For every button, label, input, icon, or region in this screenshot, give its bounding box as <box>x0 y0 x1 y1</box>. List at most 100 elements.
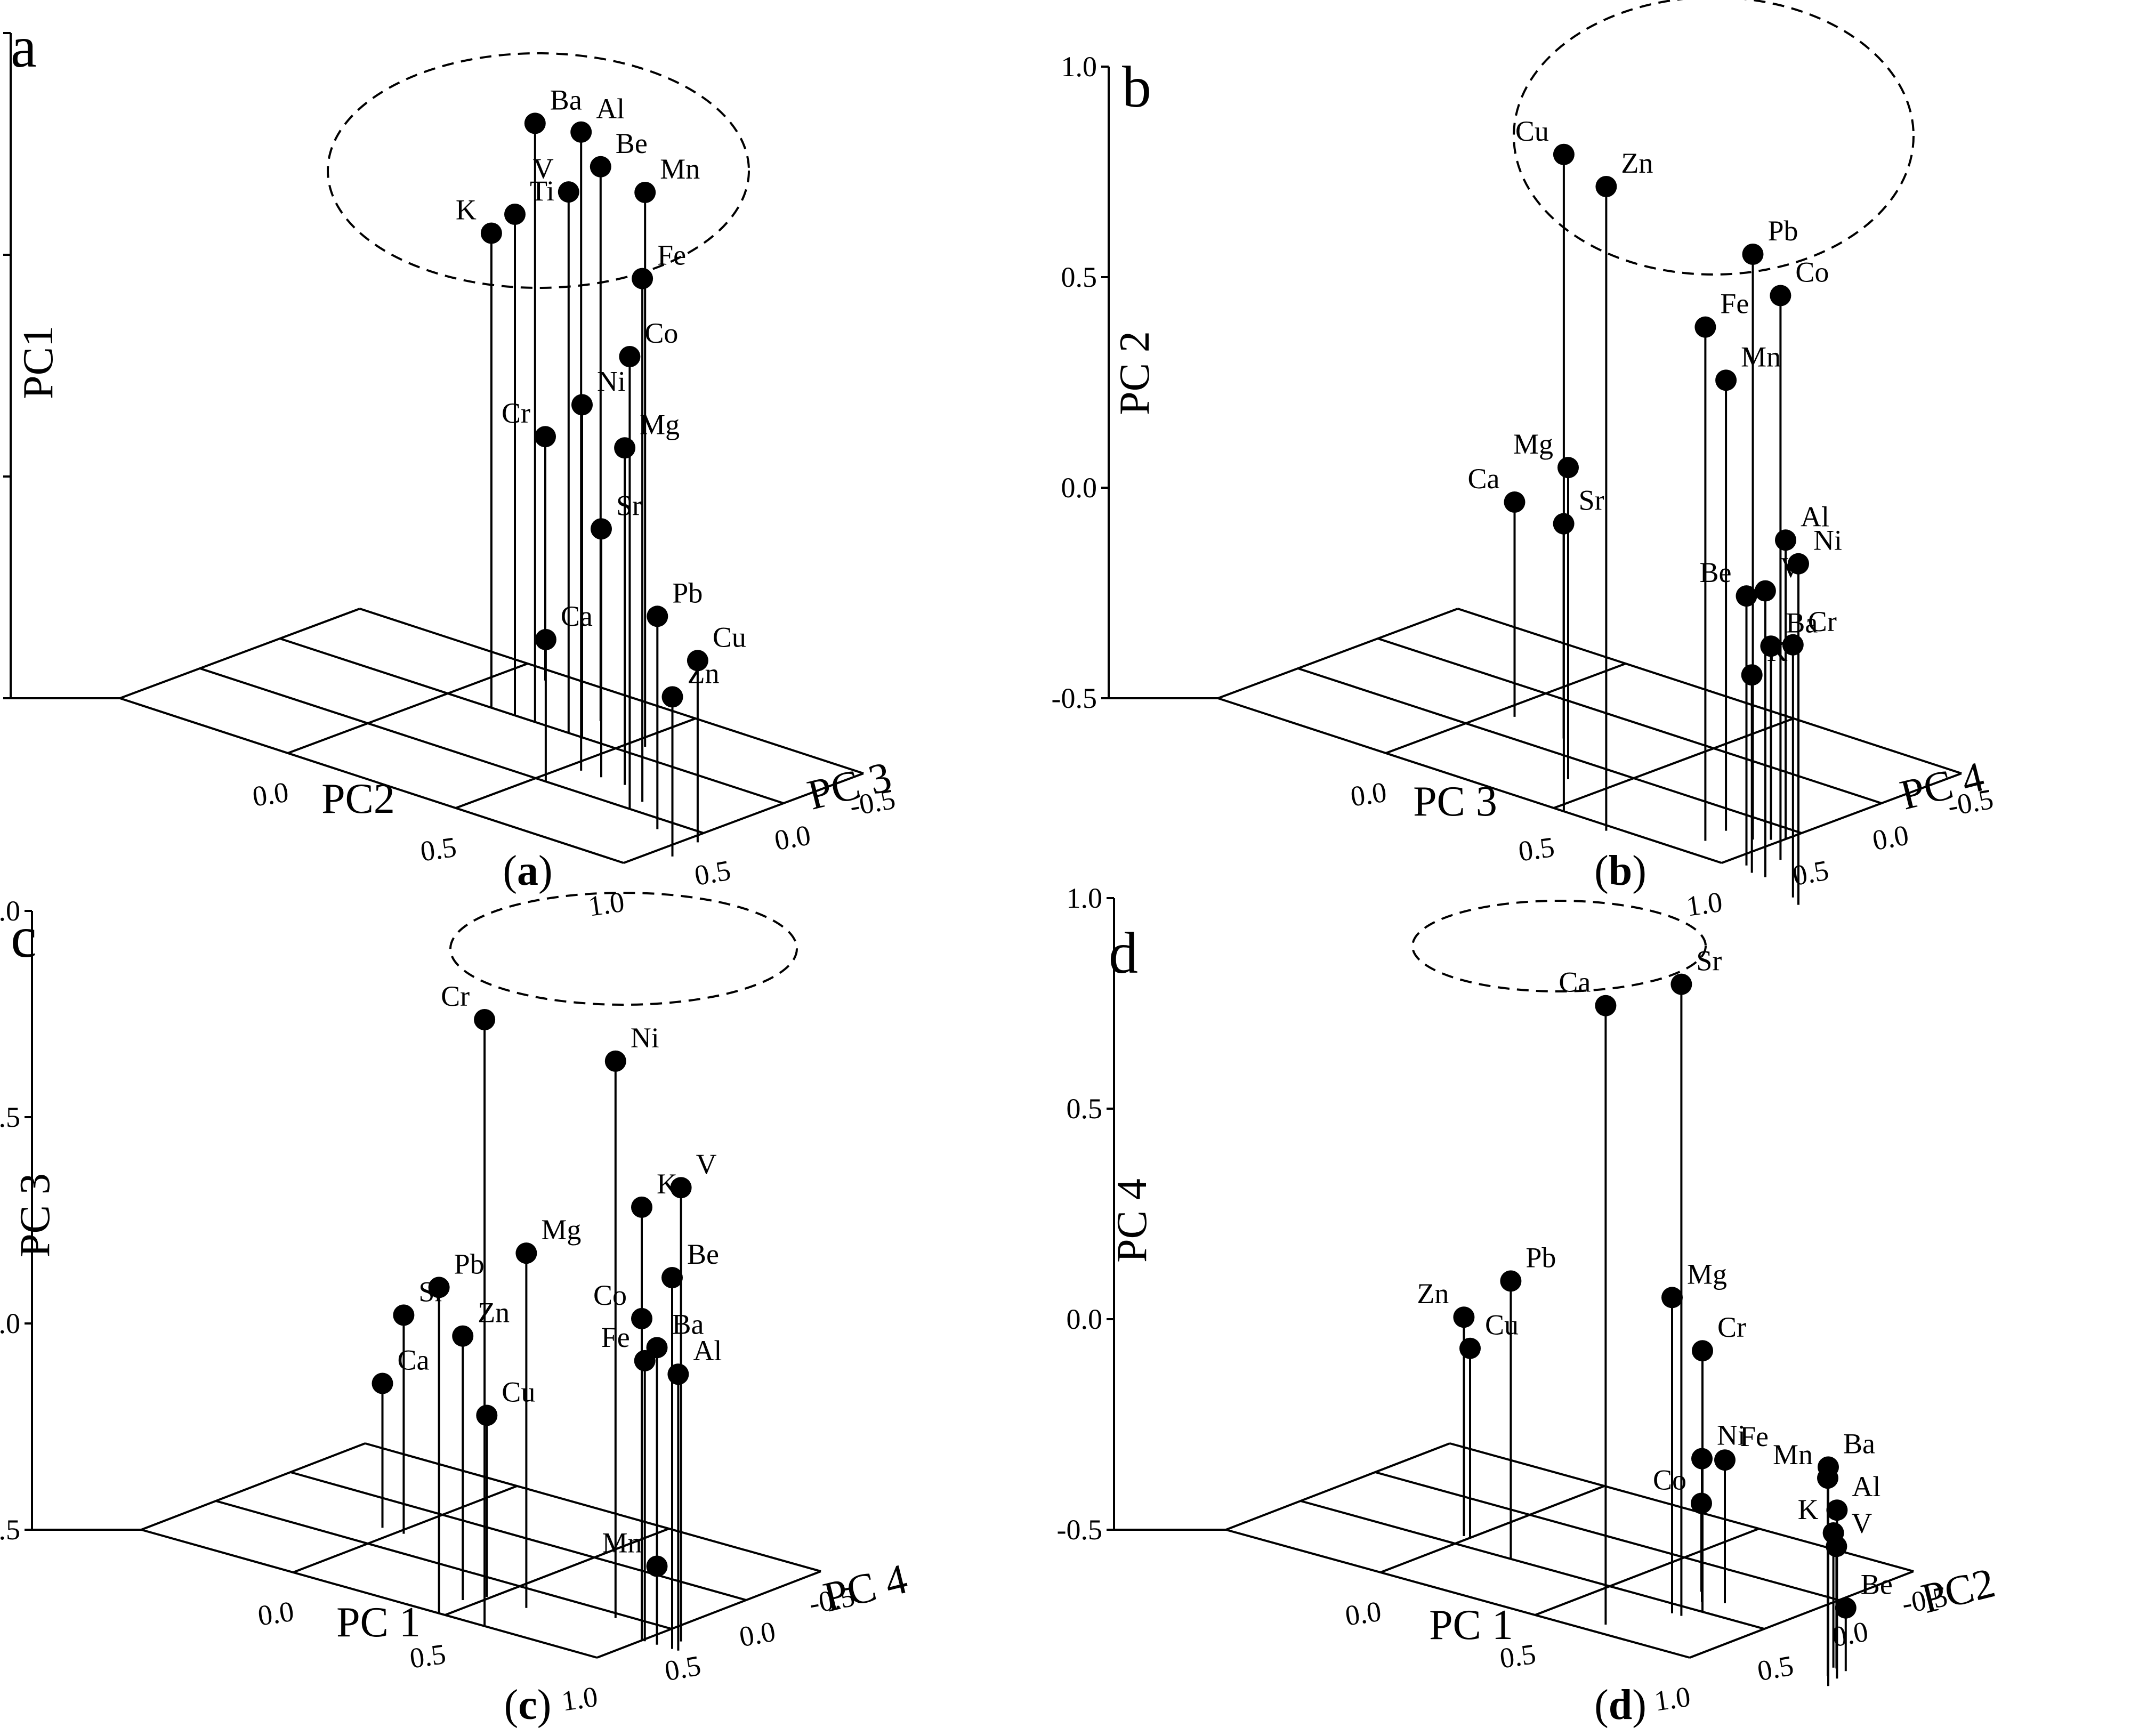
point-label: Sr <box>1579 485 1604 516</box>
depth-tick-label: 0.5 <box>1790 854 1831 892</box>
floor-gridline <box>1457 608 1962 774</box>
group-ellipse <box>1513 0 1915 276</box>
point-al <box>667 1363 689 1385</box>
point-label: Zn <box>478 1297 510 1329</box>
point-label: K <box>1798 1493 1819 1525</box>
depth-tick-label: -0.5 <box>807 1580 858 1620</box>
point-label: Cu <box>1485 1309 1519 1341</box>
point-v <box>670 1177 692 1199</box>
point-fe <box>632 268 653 289</box>
vertical-axis-label: PC 3 <box>12 1173 59 1257</box>
point-label: V <box>696 1148 717 1180</box>
point-label: Al <box>596 93 625 125</box>
vertical-tick-label: 0.5 <box>1067 1093 1103 1125</box>
point-zn <box>452 1325 474 1347</box>
x-tick-label: 0.5 <box>1498 1638 1538 1675</box>
point-cr <box>474 1009 496 1031</box>
point-label: Ti <box>530 175 554 207</box>
point-zn <box>1595 175 1617 197</box>
floor-edge-front <box>141 1529 598 1659</box>
point-label: Pb <box>454 1248 485 1280</box>
x-tick-label: 1.0 <box>1684 886 1724 923</box>
point-label: Zn <box>1621 147 1653 179</box>
point-cu <box>1553 143 1575 165</box>
point-mg <box>1661 1287 1683 1309</box>
point-al <box>570 121 592 143</box>
depth-tick-label: 0.0 <box>772 819 813 857</box>
point-label: Cr <box>1717 1311 1746 1343</box>
point-al <box>1775 529 1796 551</box>
group-ellipse <box>449 892 798 1006</box>
point-ba <box>524 112 546 134</box>
point-label: Sr <box>1696 945 1722 977</box>
point-label: Co <box>593 1279 627 1311</box>
x-axis-label: PC 1 <box>1429 1602 1513 1649</box>
point-label: Mg <box>1513 428 1553 460</box>
floor-edge-front <box>119 697 624 864</box>
point-label: Pb <box>672 577 703 609</box>
floor-edge-front <box>1225 1529 1690 1659</box>
point-label: Cr <box>1808 605 1837 637</box>
point-label: Be <box>1700 556 1732 588</box>
vertical-tick-label: -0.5 <box>1052 682 1097 714</box>
point-be <box>1835 1597 1857 1619</box>
axes-frame <box>1113 898 1914 1659</box>
point-mg <box>614 437 636 459</box>
panel-caption: (a) <box>503 847 552 894</box>
point-label: Be <box>687 1238 719 1270</box>
point-fe <box>1694 316 1716 338</box>
point-zn <box>1453 1306 1475 1328</box>
point-pb <box>1500 1270 1522 1292</box>
panel-caption: (d) <box>1594 1682 1646 1729</box>
x-tick-label: 1.0 <box>560 1681 600 1717</box>
point-v <box>1754 580 1776 602</box>
point-co <box>1770 285 1791 306</box>
point-label: Fe <box>657 239 686 271</box>
point-mg <box>515 1242 537 1264</box>
group-ellipse <box>1411 900 1707 992</box>
point-label: Al <box>1801 500 1829 532</box>
caption-letter: b <box>1609 847 1633 894</box>
x-tick-label: 0.0 <box>1349 776 1389 813</box>
point-sr <box>591 518 612 540</box>
point-label: Mn <box>660 153 700 185</box>
vertical-tick-label: 0.5 <box>0 1101 20 1133</box>
floor-edge-left <box>1225 1442 1450 1531</box>
x-tick-label: 0.0 <box>1343 1595 1383 1632</box>
point-label: Cu <box>713 621 746 653</box>
point-v <box>1826 1536 1847 1557</box>
panel-caption: (b) <box>1594 847 1646 894</box>
floor-gridline <box>365 1442 821 1572</box>
x-tick-label: 0.5 <box>408 1638 448 1675</box>
point-label: Ca <box>1559 966 1591 998</box>
floor-gridline <box>215 1500 672 1630</box>
floor-gridline <box>1375 1471 1839 1601</box>
point-k <box>1741 664 1763 686</box>
point-label: Co <box>1653 1464 1686 1496</box>
panel-b: b PC 2 PC 3 PC 4 CuZnPbCoFeMnMgAlCaSrBaN… <box>1052 0 1996 923</box>
point-cr <box>1692 1340 1713 1362</box>
vertical-axis-label: PC1 <box>15 326 62 399</box>
axes-frame <box>31 911 821 1659</box>
point-fe <box>1714 1449 1736 1471</box>
depth-tick-label: 0.5 <box>662 1649 703 1687</box>
panel-letter: a <box>11 14 37 79</box>
point-mn <box>634 182 656 204</box>
floor-gridline <box>359 608 864 774</box>
caption-letter: c <box>518 1682 537 1729</box>
point-fe <box>634 1350 656 1371</box>
point-sr <box>393 1304 415 1326</box>
ticks-layer: 1.00.50.0-0.50.00.51.00.50.0-0.5 <box>1052 51 1996 923</box>
point-label: Fe <box>601 1321 630 1353</box>
point-label: Be <box>1861 1569 1893 1601</box>
depth-tick-label: 0.0 <box>1829 1615 1870 1653</box>
panel-letter: b <box>1122 54 1151 119</box>
point-label: Ni <box>1813 524 1842 556</box>
point-be <box>661 1267 683 1288</box>
point-label: V <box>1780 552 1801 584</box>
x-axis-label: PC2 <box>321 776 395 822</box>
point-label: Pb <box>1768 215 1798 247</box>
vertical-tick-label: 0.0 <box>0 1307 20 1339</box>
